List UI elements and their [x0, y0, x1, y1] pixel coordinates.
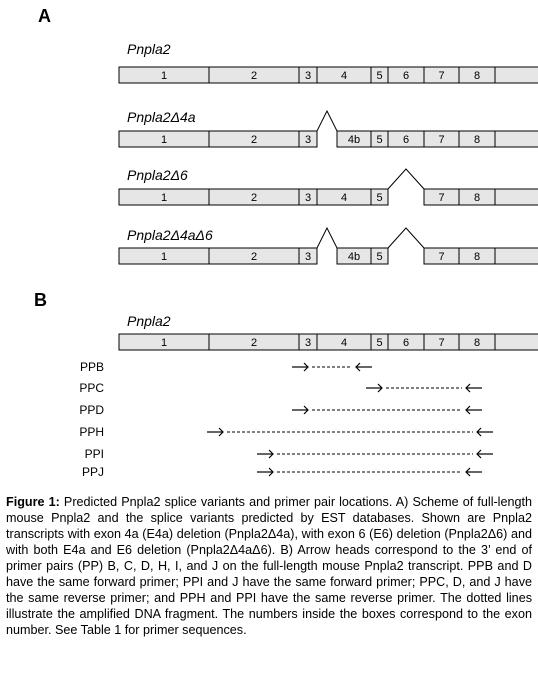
exon-number: 7 — [438, 134, 444, 146]
exon-number: 1 — [161, 134, 167, 146]
primer-pair-row: PPJ — [82, 465, 482, 479]
exon-number: 3 — [305, 337, 311, 349]
exon-number: 7 — [438, 192, 444, 204]
exon-number: 1 — [161, 70, 167, 82]
forward-primer-head — [377, 383, 383, 393]
exon-number: 2 — [251, 70, 257, 82]
splice-junction — [316, 109, 338, 132]
exon-number: 1 — [161, 251, 167, 263]
primer-pair-row: PPC — [79, 381, 482, 395]
exon-number: 1 — [161, 192, 167, 204]
exon-number: 2 — [251, 251, 257, 263]
reverse-primer-head — [465, 405, 471, 415]
primer-pair-label: PPB — [80, 360, 104, 374]
exon-box — [494, 247, 538, 265]
reverse-primer-head — [476, 449, 482, 459]
exon-number: 8 — [474, 337, 480, 349]
exon-number: 4 — [341, 70, 347, 82]
exon-number: 4b — [348, 134, 360, 146]
exon-number: 1 — [161, 337, 167, 349]
transcript-track: Pnpla2Δ612345789 — [118, 167, 538, 206]
primer-pair-label: PPI — [85, 447, 104, 461]
exon-number: 3 — [305, 192, 311, 204]
exon-number: 8 — [474, 251, 480, 263]
exon-number: 6 — [403, 70, 409, 82]
primer-pair-label: PPC — [79, 381, 104, 395]
transcript-track: Pnpla2Δ4a1234b56789 — [118, 109, 538, 148]
exon-number: 2 — [251, 337, 257, 349]
panel-a-tracks: Pnpla2123456789Pnpla2Δ4a1234b56789Pnpla2… — [118, 41, 538, 265]
exon-box — [370, 247, 389, 265]
exon-number: 5 — [376, 70, 382, 82]
forward-primer-head — [303, 362, 309, 372]
forward-primer-head — [218, 427, 224, 437]
forward-primer-head — [268, 449, 274, 459]
exon-box — [494, 130, 538, 148]
exon-number: 7 — [438, 251, 444, 263]
exon-number: 8 — [474, 134, 480, 146]
exon-number: 3 — [305, 134, 311, 146]
exon-number: 3 — [305, 251, 311, 263]
splice-variant-diagram: A B Pnpla2123456789Pnpla2Δ4a1234b56789Pn… — [34, 6, 538, 479]
splice-junction — [316, 226, 338, 249]
transcript-title: Pnpla2Δ6 — [127, 167, 188, 183]
exon-number: 5 — [376, 251, 382, 263]
caption-label: Figure 1: — [6, 495, 60, 509]
exon-number: 6 — [403, 134, 409, 146]
exon-number: 5 — [376, 192, 382, 204]
exon-number: 7 — [438, 70, 444, 82]
exon-number: 7 — [438, 337, 444, 349]
transcript-title: Pnpla2Δ4aΔ6 — [127, 227, 213, 243]
primer-pair-row: PPB — [80, 360, 372, 374]
exon-number: 2 — [251, 134, 257, 146]
reverse-primer-head — [355, 362, 361, 372]
panel-a-label: A — [38, 6, 51, 26]
primer-pair-row: PPD — [79, 403, 482, 417]
primer-pair-label: PPD — [79, 403, 104, 417]
exon-number: 6 — [403, 337, 409, 349]
exon-box — [370, 188, 389, 206]
figure-caption: Figure 1: Predicted Pnpla2 splice varian… — [6, 494, 532, 638]
panel-b-label: B — [34, 290, 47, 310]
forward-primer-head — [268, 467, 274, 477]
caption-text: Predicted Pnpla2 splice variants and pri… — [6, 495, 532, 637]
exon-number: 8 — [474, 70, 480, 82]
exon-box — [298, 247, 318, 265]
exon-number: 2 — [251, 192, 257, 204]
splice-junction — [387, 168, 425, 190]
exon-number: 3 — [305, 70, 311, 82]
transcript-title: Pnpla2Δ4a — [127, 109, 196, 125]
reverse-primer-head — [476, 427, 482, 437]
panel-b-primer-map: Pnpla2123456789PPBPPCPPDPPHPPIPPJ — [79, 313, 538, 479]
exon-box — [298, 130, 318, 148]
primer-pair-row: PPI — [85, 447, 493, 461]
exon-number: 8 — [474, 192, 480, 204]
reverse-primer-head — [465, 467, 471, 477]
transcript-track: Pnpla2123456789 — [118, 41, 538, 84]
exon-box — [494, 66, 538, 84]
exon-number: 5 — [376, 337, 382, 349]
exon-box — [494, 333, 538, 351]
splice-junction — [387, 227, 425, 249]
transcript-track: Pnpla2Δ4aΔ61234b5789 — [118, 226, 538, 265]
transcript-track: Pnpla2123456789 — [118, 313, 538, 351]
exon-number: 4 — [341, 192, 347, 204]
reverse-primer-head — [465, 383, 471, 393]
exon-number: 5 — [376, 134, 382, 146]
exon-number: 4 — [341, 337, 347, 349]
exon-box — [494, 188, 538, 206]
primer-pair-row: PPH — [79, 425, 493, 439]
exon-number: 4b — [348, 251, 360, 263]
transcript-title: Pnpla2 — [127, 41, 171, 57]
forward-primer-head — [303, 405, 309, 415]
primer-pair-label: PPJ — [82, 465, 104, 479]
transcript-title: Pnpla2 — [127, 313, 171, 329]
primer-pair-label: PPH — [79, 425, 104, 439]
